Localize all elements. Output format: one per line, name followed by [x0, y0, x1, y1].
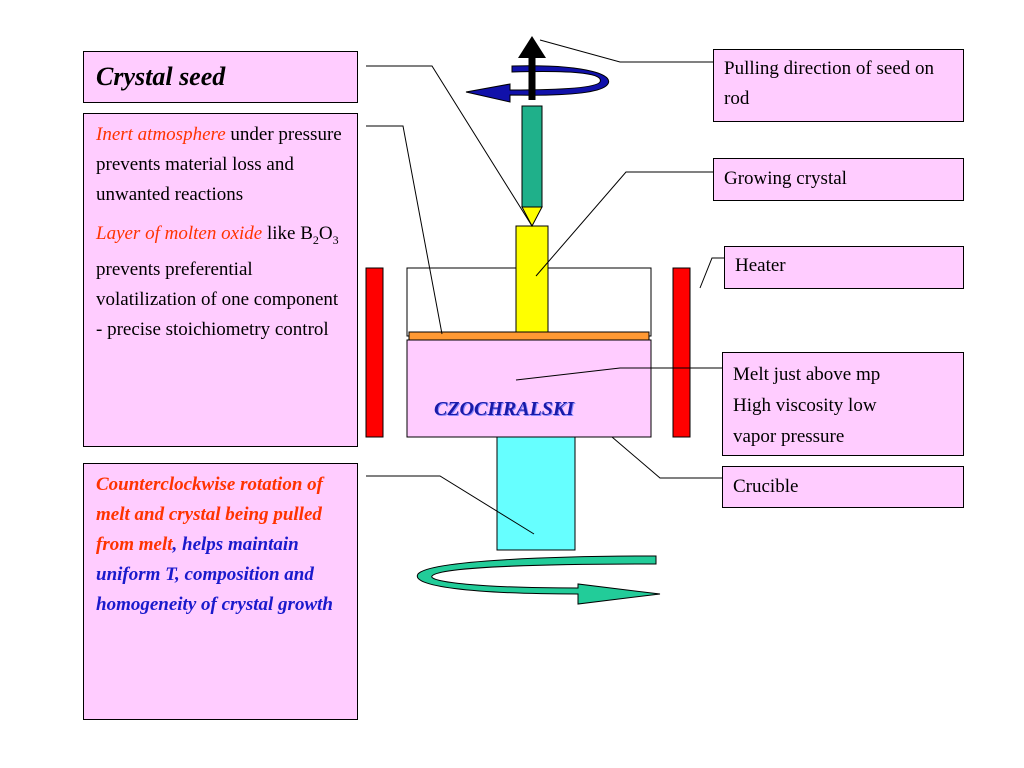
callout-rotation [366, 475, 535, 535]
oxide-layer-emph: Layer of molten oxide [96, 223, 263, 244]
rotation-comma: , [172, 534, 178, 555]
oxide-like: like B [262, 223, 313, 244]
pulling-arrow-head [518, 36, 546, 58]
callout-crystal-seed [366, 65, 533, 227]
callout-growing [535, 171, 714, 277]
oxide-rest: prevents preferential volatilization of … [96, 258, 339, 340]
oxide-layer [408, 331, 650, 341]
growing-crystal-label: Growing crystal [724, 168, 847, 189]
inert-atmosphere-box: Inert atmosphere under pressure prevents… [83, 113, 358, 447]
oxide-o: O [318, 223, 333, 244]
melt-line-1: Melt just above mp [733, 364, 881, 385]
callout-melt [515, 367, 722, 381]
callout-pulling [539, 39, 714, 63]
oxide-sub-3: 3 [332, 232, 339, 247]
melt-line-3: vapor pressure [733, 426, 845, 447]
callout-inert [366, 125, 443, 335]
crystal-seed-label: Crystal seed [96, 62, 226, 91]
crystal-seed-box: Crystal seed [83, 51, 358, 103]
heater-box: Heater [724, 246, 964, 289]
inert-atmosphere-rest: under pressure prevents material loss an… [96, 124, 342, 205]
pulling-direction-box: Pulling direction of seed on rod [713, 49, 964, 122]
melt [406, 339, 652, 438]
growing-crystal [515, 225, 549, 333]
growing-crystal-box: Growing crystal [713, 158, 964, 201]
heater-label: Heater [735, 255, 786, 276]
rotation-box: Counterclockwise rotation of melt and cr… [83, 463, 358, 720]
heater-left [365, 267, 384, 438]
rotation-blue-text: helps maintain uniform T, composition an… [96, 534, 333, 615]
rotation-arrow-top [465, 65, 610, 103]
melt-line-2: High viscosity low [733, 395, 877, 416]
oxide-sub-2: 2 [312, 232, 319, 247]
rotation-arrow-bottom [416, 555, 661, 605]
inert-atmosphere-emph: Inert atmosphere [96, 124, 226, 145]
heater-right [672, 267, 691, 438]
oxide-layer-text: Layer of molten oxide like B2O3 prevents… [96, 219, 345, 345]
melt-box: Melt just above mp High viscosity low va… [722, 352, 964, 456]
crucible-pedestal [496, 436, 576, 551]
callout-crucible [611, 436, 722, 479]
rotation-red-text: Counterclockwise rotation of melt and cr… [96, 474, 323, 555]
crucible-label: Crucible [733, 476, 799, 497]
czochralski-label: CZOCHRALSKI [434, 398, 575, 420]
callout-heater [699, 257, 724, 289]
crucible-box: Crucible [722, 466, 964, 508]
pulling-direction-label: Pulling direction of seed on rod [724, 58, 935, 109]
inert-atmosphere-text: Inert atmosphere under pressure prevents… [96, 120, 345, 210]
seed-tip [521, 206, 543, 228]
seed-rod [521, 105, 543, 208]
